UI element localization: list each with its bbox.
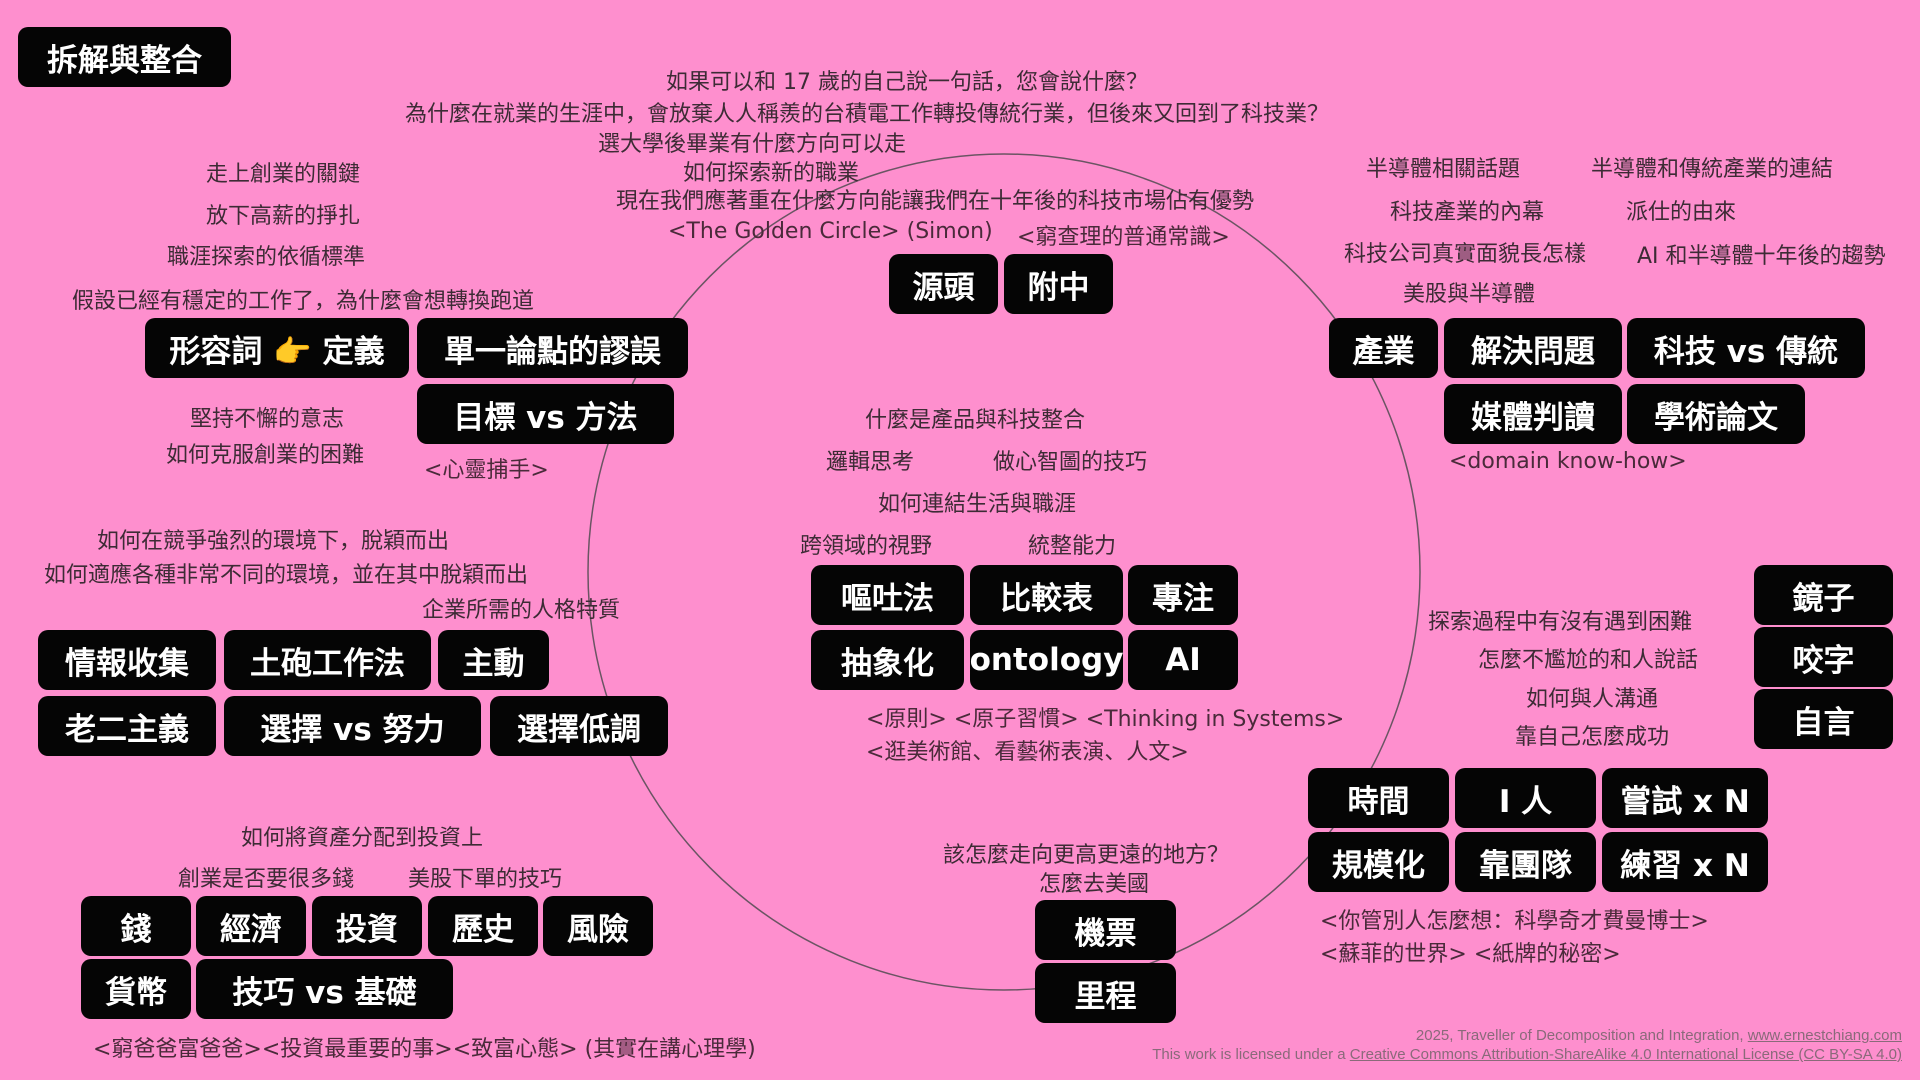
tag-brain-dump: 嘔吐法: [811, 565, 964, 625]
tag-money: 錢: [81, 896, 191, 956]
question-text: AI 和半導體十年後的趨勢: [1637, 244, 1886, 269]
question-text: 假設已經有穩定的工作了，為什麼會想轉換跑道: [72, 289, 535, 314]
book-reference: <The Golden Circle> (Simon): [668, 219, 993, 244]
question-text: 為什麼在就業的生涯中，會放棄人人稱羨的台積電工作轉投傳統行業，但後來又回到了科技…: [405, 102, 1330, 127]
tag-abstraction: 抽象化: [811, 630, 964, 690]
tag-self-talk: 自言: [1754, 689, 1893, 749]
question-text: 跨領域的視野: [800, 534, 933, 559]
question-text: 科技產業的內幕: [1390, 200, 1545, 225]
question-text: 堅持不懈的意志: [190, 407, 345, 432]
tag-time: 時間: [1308, 768, 1449, 828]
book-reference: <窮爸爸富爸爸><投資最重要的事><致富心態> (其實在講心理學): [93, 1037, 756, 1062]
tag-academic-papers: 學術論文: [1627, 384, 1805, 444]
tag-comparison-table: 比較表: [970, 565, 1123, 625]
question-text: 邏輯思考: [826, 450, 915, 475]
question-text: 如何探索新的職業: [683, 161, 860, 186]
question-text: 半導體相關話題: [1366, 157, 1521, 182]
license-link[interactable]: Creative Commons Attribution-ShareAlike …: [1349, 1046, 1902, 1063]
question-text: 如何在競爭強烈的環境下，脫穎而出: [97, 529, 450, 554]
question-text: 如何連結生活與職涯: [878, 492, 1077, 517]
tag-currency: 貨幣: [81, 959, 191, 1019]
question-text: 如何與人溝通: [1526, 687, 1659, 712]
tag-media-literacy: 媒體判讀: [1444, 384, 1622, 444]
tag-investment: 投資: [312, 896, 422, 956]
question-text: 做心智圖的技巧: [993, 450, 1148, 475]
tag-diy-method: 土砲工作法: [224, 630, 431, 690]
tag-practice-n-times: 練習 x N: [1602, 832, 1768, 892]
question-text: 怎麼去美國: [1039, 872, 1150, 897]
tag-ontology: ontology: [970, 630, 1123, 690]
question-text: 創業是否要很多錢: [178, 867, 355, 892]
book-reference: <心靈捕手>: [424, 458, 549, 483]
tag-scaling: 規模化: [1308, 832, 1449, 892]
tag-mileage: 里程: [1035, 963, 1176, 1023]
footer-attribution: 2025, Traveller of Decomposition and Int…: [1416, 1027, 1902, 1044]
question-text: 派仕的由來: [1626, 200, 1737, 225]
book-reference: <窮查理的普通常識>: [1017, 225, 1230, 250]
question-text: 靠自己怎麼成功: [1515, 725, 1670, 750]
tag-info-gathering: 情報收集: [38, 630, 216, 690]
tag-skill-vs-foundation: 技巧 vs 基礎: [196, 959, 453, 1019]
question-text: 如何適應各種非常不同的環境，並在其中脫穎而出: [44, 563, 529, 588]
question-text: 什麼是產品與科技整合: [865, 408, 1086, 433]
tag-single-argument-fallacy: 單一論點的謬誤: [417, 318, 688, 378]
question-text: 如果可以和 17 歲的自己說一句話，您會說什麼？: [666, 70, 1148, 95]
question-text: 企業所需的人格特質: [422, 598, 621, 623]
tag-problem-solving: 解決問題: [1444, 318, 1622, 378]
book-reference: <原則> <原子習慣> <Thinking in Systems>: [866, 707, 1345, 732]
tag-try-n-times: 嘗試 x N: [1602, 768, 1768, 828]
footer-text: This work is licensed under a: [1152, 1046, 1350, 1063]
question-text: 如何將資產分配到投資上: [241, 826, 484, 851]
tag-low-profile: 選擇低調: [490, 696, 668, 756]
footer-text: 2025, Traveller of Decomposition and Int…: [1415, 1027, 1748, 1044]
tag-industry: 產業: [1329, 318, 1438, 378]
question-text: 統整能力: [1028, 534, 1117, 559]
tag-flight-ticket: 機票: [1035, 900, 1176, 960]
tag-economy: 經濟: [196, 896, 306, 956]
tag-second-place: 老二主義: [38, 696, 216, 756]
tag-proactive: 主動: [438, 630, 549, 690]
question-text: 美股與半導體: [1403, 282, 1536, 307]
tag-ai: AI: [1128, 630, 1238, 690]
book-reference: <domain know-how>: [1449, 449, 1687, 474]
question-text: 選大學後畢業有什麼方向可以走: [598, 132, 907, 157]
book-reference: <你管別人怎麼想：科學奇才費曼博士>: [1320, 909, 1709, 934]
tag-tech-vs-traditional: 科技 vs 傳統: [1627, 318, 1865, 378]
question-text: 該怎麼走向更高更遠的地方？: [943, 843, 1230, 868]
tag-school: 附中: [1004, 254, 1113, 314]
question-text: 職涯探索的依循標準: [167, 245, 366, 270]
tag-enunciation: 咬字: [1754, 627, 1893, 687]
tag-team: 靠團隊: [1455, 832, 1596, 892]
tag-source: 源頭: [889, 254, 998, 314]
question-text: 半導體和傳統產業的連結: [1591, 157, 1834, 182]
book-reference: <蘇菲的世界> <紙牌的秘密>: [1320, 942, 1621, 967]
tag-risk: 風險: [543, 896, 653, 956]
question-text: 走上創業的關鍵: [206, 162, 361, 187]
footer-license: This work is licensed under a Creative C…: [1152, 1046, 1902, 1063]
tag-goal-vs-method: 目標 vs 方法: [417, 384, 674, 444]
question-text: 現在我們應著重在什麼方向能讓我們在十年後的科技市場佔有優勢: [616, 189, 1255, 214]
tag-choice-vs-effort: 選擇 vs 努力: [224, 696, 481, 756]
question-text: 探索過程中有沒有遇到困難: [1428, 610, 1693, 635]
question-text: 美股下單的技巧: [408, 867, 563, 892]
book-reference: <逛美術館、看藝術表演、人文>: [866, 740, 1189, 765]
question-text: 科技公司真實面貌長怎樣: [1344, 242, 1587, 267]
tag-history: 歷史: [428, 896, 538, 956]
tag-focus: 專注: [1128, 565, 1238, 625]
question-text: 怎麼不尷尬的和人說話: [1478, 648, 1699, 673]
question-text: 如何克服創業的困難: [166, 443, 365, 468]
tag-mirror: 鏡子: [1754, 565, 1893, 625]
tag-adjective-definition: 形容詞 👉 定義: [145, 318, 409, 378]
page-title: 拆解與整合: [18, 27, 231, 87]
tag-introvert: I 人: [1455, 768, 1596, 828]
website-link[interactable]: www.ernestchiang.com: [1747, 1027, 1902, 1044]
question-text: 放下高薪的掙扎: [206, 204, 361, 229]
